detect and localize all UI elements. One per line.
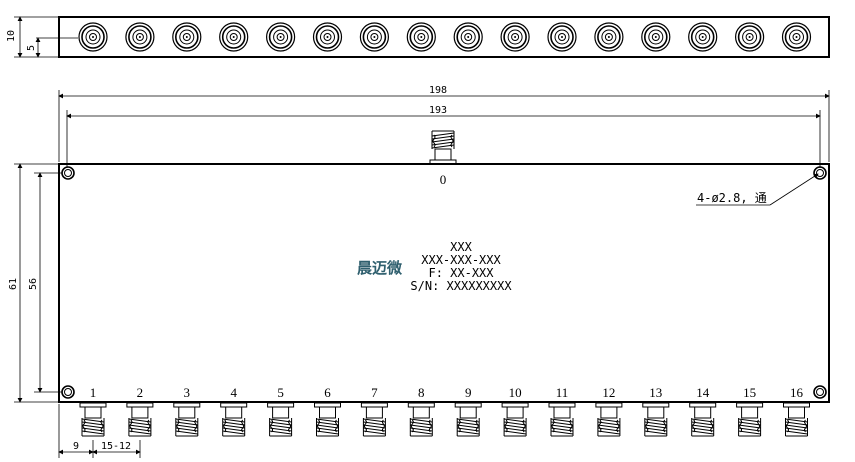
top-connector xyxy=(594,22,624,52)
top-connector xyxy=(78,22,108,52)
dim-hole-spacing-width: 193 xyxy=(429,105,447,116)
output-port-label: 9 xyxy=(465,385,472,400)
top-connector xyxy=(500,22,530,52)
label-line-2: XXX-XXX-XXX xyxy=(421,253,501,267)
dim-first-port-offset: 9 xyxy=(73,441,79,452)
output-port-label: 15 xyxy=(743,385,756,400)
output-connector xyxy=(314,402,341,437)
top-connector xyxy=(640,22,671,52)
hole-note-leader xyxy=(696,173,819,206)
top-connector xyxy=(687,22,718,52)
top-connector xyxy=(734,22,765,52)
output-connector xyxy=(595,402,623,437)
output-connector xyxy=(548,402,576,437)
output-connector xyxy=(360,402,388,437)
top-connector xyxy=(218,22,249,52)
output-connector xyxy=(126,402,154,437)
output-port-label: 3 xyxy=(184,385,191,400)
output-connector xyxy=(79,402,107,437)
company-logo: 晨迈微 xyxy=(357,259,403,277)
top-connector xyxy=(125,22,155,52)
label-line-3: F: XX-XXX xyxy=(428,266,494,280)
top-view-connectors xyxy=(78,22,812,52)
output-port-label: 12 xyxy=(602,385,615,400)
output-port-label: 7 xyxy=(371,385,378,400)
output-connector xyxy=(736,402,764,437)
output-connector xyxy=(220,402,248,437)
top-connector xyxy=(781,22,812,52)
top-connector xyxy=(265,22,296,52)
output-port-label: 10 xyxy=(509,385,522,400)
top-connector xyxy=(453,22,484,52)
dim-overall-width: 198 xyxy=(429,85,447,96)
label-line-4: S/N: XXXXXXXXX xyxy=(410,279,512,293)
top-connector xyxy=(406,22,437,52)
output-port-label: 6 xyxy=(324,385,331,400)
dim-overall-height: 61 xyxy=(8,278,19,290)
output-port-label: 2 xyxy=(137,385,144,400)
top-connector xyxy=(547,22,577,52)
output-connector xyxy=(689,402,717,437)
output-port-label: 4 xyxy=(230,385,237,400)
output-connector xyxy=(407,402,435,437)
output-port-label: 8 xyxy=(418,385,425,400)
port-pitch-dimensions xyxy=(58,404,141,458)
dim-hole-spacing-height: 56 xyxy=(28,278,39,290)
output-connector xyxy=(642,402,670,437)
hole-note: 4-ø2.8, 通 xyxy=(697,191,767,205)
output-connectors xyxy=(79,402,810,437)
top-connector xyxy=(172,22,202,52)
input-connector xyxy=(429,130,457,165)
output-connector xyxy=(267,402,295,437)
output-port-label: 5 xyxy=(277,385,284,400)
width-dimensions xyxy=(58,90,830,168)
top-height-dimension xyxy=(14,16,78,58)
dim-height-5: 5 xyxy=(26,45,37,51)
output-port-label: 16 xyxy=(790,385,804,400)
output-port-label: 14 xyxy=(696,385,710,400)
output-connector xyxy=(783,402,810,437)
output-port-label: 13 xyxy=(649,385,662,400)
dim-height-10: 10 xyxy=(6,30,17,42)
dim-port-pitch: 15-12 xyxy=(101,441,131,452)
output-connector xyxy=(501,402,529,437)
top-connector xyxy=(359,22,390,52)
output-port-label: 11 xyxy=(556,385,569,400)
output-connector xyxy=(454,402,482,437)
input-port-label: 0 xyxy=(440,172,447,187)
output-port-label: 1 xyxy=(90,385,97,400)
label-line-1: XXX xyxy=(450,240,472,254)
output-connector xyxy=(173,402,201,437)
top-connector xyxy=(312,22,343,52)
top-view-body xyxy=(58,16,830,58)
height-dimensions xyxy=(14,163,62,403)
